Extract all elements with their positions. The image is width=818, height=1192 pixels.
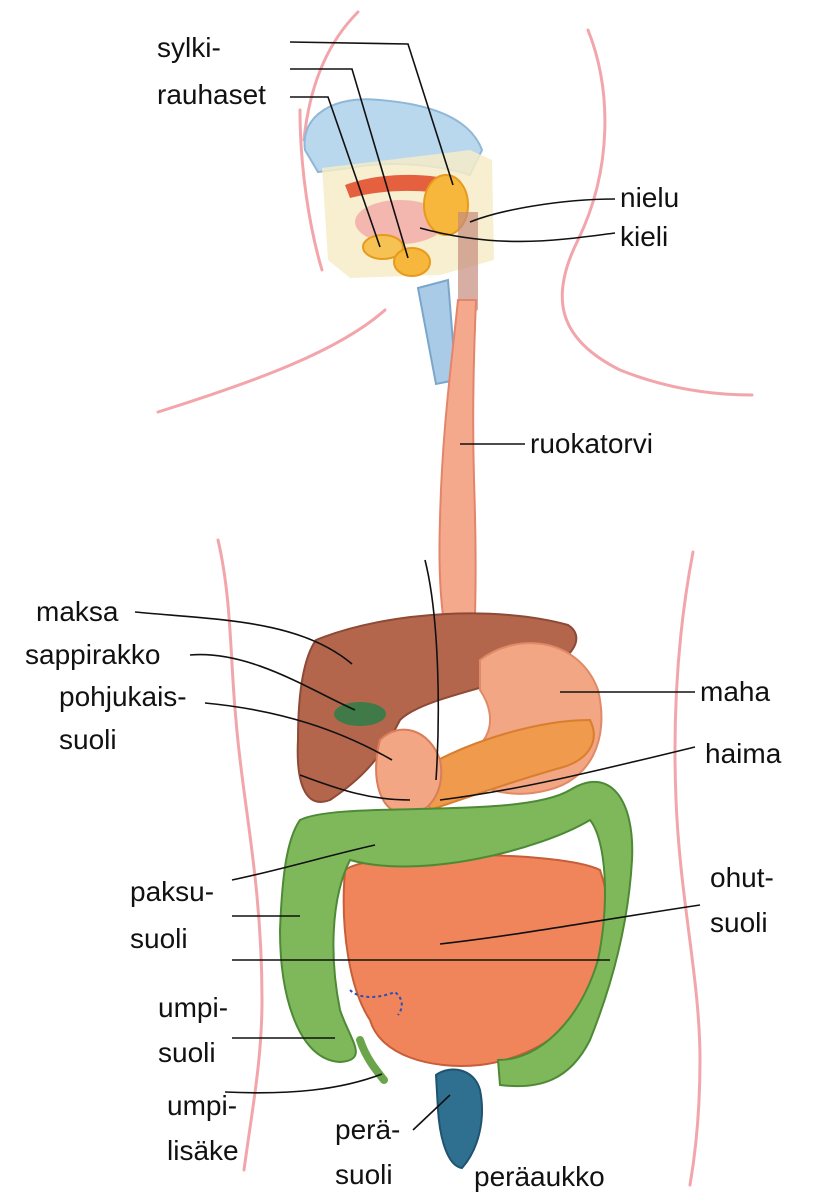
label-duodenum-line2: suoli — [59, 725, 117, 755]
salivary-gland-submandibular — [394, 248, 430, 276]
label-large-intestine-line1: paksu- — [130, 877, 214, 907]
label-esophagus: ruokatorvi — [530, 429, 653, 459]
rectum-shape — [436, 1070, 482, 1168]
label-small-intestine-line1: ohut- — [710, 863, 774, 893]
label-cecum-line2: suoli — [158, 1038, 216, 1068]
label-pharynx: nielu — [620, 183, 679, 213]
leader-appendix — [225, 1074, 382, 1093]
gallbladder-shape — [334, 702, 386, 726]
label-rectum-line2: suoli — [335, 1160, 393, 1190]
label-rectum-line1: perä- — [335, 1115, 400, 1145]
label-stomach: maha — [700, 677, 770, 707]
label-gallbladder: sappirakko — [25, 640, 160, 670]
label-appendix-line2: lisäke — [167, 1136, 239, 1166]
abdominal-organs — [280, 613, 632, 1168]
label-duodenum-line1: pohjukais- — [59, 682, 187, 712]
label-appendix-line1: umpi- — [167, 1091, 237, 1121]
label-large-intestine-line2: suoli — [130, 924, 188, 954]
label-salivary-line1: sylki- — [157, 33, 221, 63]
label-salivary-line2: rauhaset — [157, 80, 266, 110]
label-pancreas: haima — [705, 739, 781, 769]
label-small-intestine-line2: suoli — [710, 908, 768, 938]
duodenum-shape — [376, 730, 441, 815]
label-anus: peräaukko — [474, 1162, 605, 1192]
label-liver: maksa — [36, 597, 118, 627]
label-tongue: kieli — [620, 222, 668, 252]
label-cecum-line1: umpi- — [158, 993, 228, 1023]
